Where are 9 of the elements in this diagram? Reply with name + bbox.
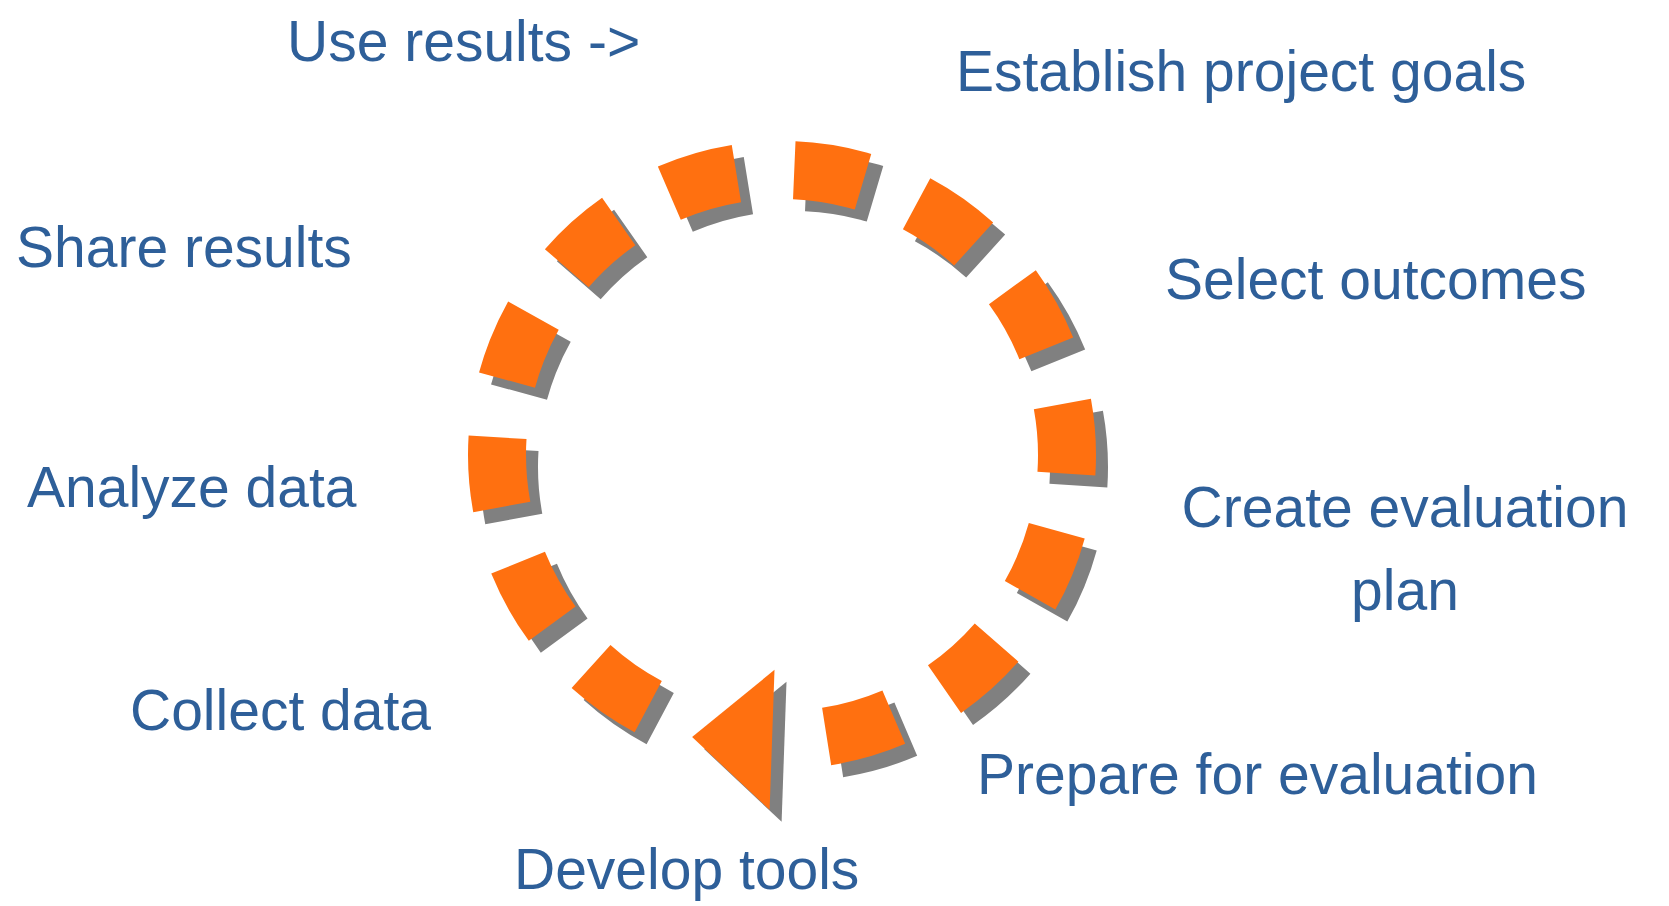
step-label: Use results ->: [287, 8, 641, 75]
step-label: Share results: [16, 214, 352, 281]
step-label: Create evaluation plan: [1180, 474, 1630, 624]
step-label: Analyze data: [27, 454, 357, 521]
step-label: Establish project goals: [956, 38, 1527, 105]
step-label: Prepare for evaluation: [977, 741, 1538, 808]
step-label: Select outcomes: [1165, 246, 1587, 313]
step-label: Develop tools: [514, 836, 860, 903]
step-label: Collect data: [130, 677, 431, 744]
